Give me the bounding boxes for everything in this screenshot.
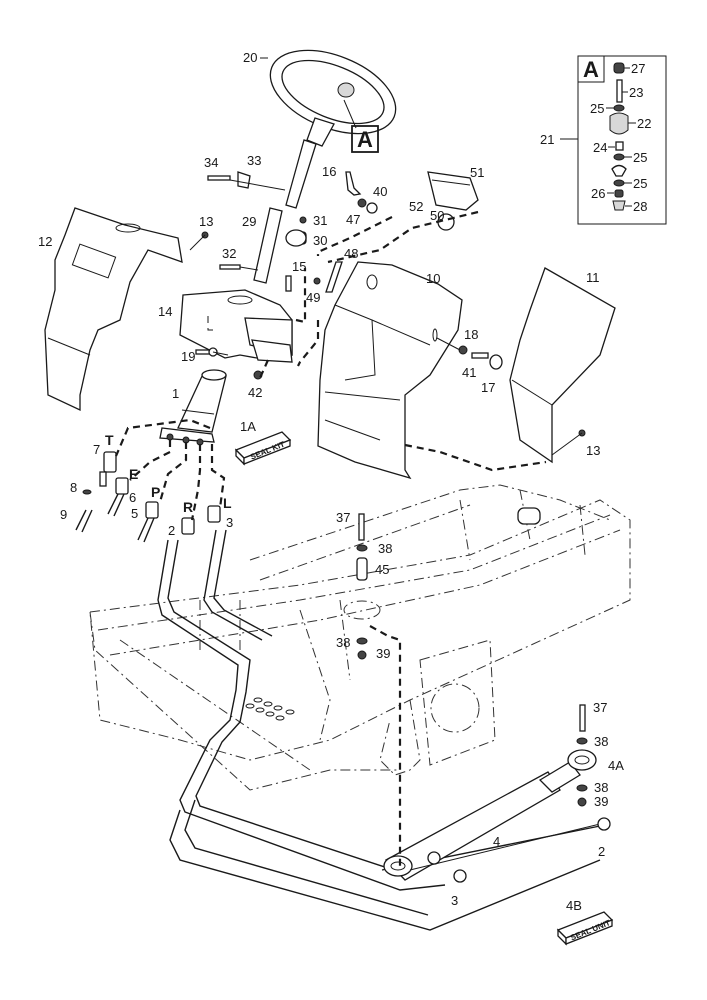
callout-32: 32 [222, 246, 236, 261]
callout-34: 34 [204, 155, 218, 170]
chassis-frame-ghost [89, 484, 631, 791]
callout-51: 51 [470, 165, 484, 180]
seal-kit-1A: SEAL KIT [234, 431, 292, 466]
detail-box-a: A 21 27 23 25 22 24 25 25 26 28 [540, 55, 667, 225]
fittings [75, 451, 221, 543]
callout-6: 6 [129, 490, 136, 505]
small-parts [195, 171, 586, 437]
callout-38: 38 [378, 541, 392, 556]
callout-13: 13 [199, 214, 213, 229]
callout-37: 37 [593, 700, 607, 715]
callout-1A: 1A [240, 419, 256, 434]
callout-42: 42 [248, 385, 262, 400]
steering-wheel [269, 49, 397, 147]
callout-2: 2 [168, 523, 175, 538]
callout-38: 38 [594, 734, 608, 749]
callout-4B: 4B [566, 898, 582, 913]
callout-27: 27 [631, 61, 645, 76]
callout-21: 21 [540, 132, 554, 147]
callout-29: 29 [242, 214, 256, 229]
port-T: T [105, 432, 114, 448]
callout-3: 3 [451, 893, 458, 908]
callout-11: 11 [586, 270, 600, 285]
callout-39: 39 [594, 794, 608, 809]
callout-26: 26 [591, 186, 605, 201]
port-E: E [129, 466, 138, 482]
callout-15: 15 [292, 259, 306, 274]
callout-45: 45 [375, 562, 389, 577]
port-P: P [151, 484, 160, 500]
port-R: R [183, 499, 193, 515]
callout-5: 5 [131, 506, 138, 521]
callout-23: 23 [629, 85, 643, 100]
step-grating [245, 697, 295, 721]
callout-10: 10 [426, 271, 440, 286]
port-labels: T E P R L [105, 432, 232, 515]
port-L: L [223, 495, 232, 511]
callout-30: 30 [313, 233, 327, 248]
callout-4: 4 [493, 834, 500, 849]
callout-20: 20 [243, 50, 257, 65]
callout-25: 25 [633, 150, 647, 165]
steering-column [253, 139, 317, 284]
pedestal-10 [317, 261, 463, 480]
steering-unit-1 [159, 369, 227, 446]
side-panel-11 [509, 267, 616, 464]
callout-18: 18 [464, 327, 478, 342]
assembly-dashed-lines [114, 179, 583, 870]
callout-25: 25 [633, 176, 647, 191]
callout-52: 52 [409, 199, 423, 214]
callout-4A: 4A [608, 758, 624, 773]
seal-unit-4B: SEAL UNIT [556, 911, 614, 946]
callout-12: 12 [38, 234, 52, 249]
callout-7: 7 [93, 442, 100, 457]
steering-cylinder-4 [356, 513, 611, 883]
callout-37: 37 [336, 510, 350, 525]
callout-41: 41 [462, 365, 476, 380]
callout-9: 9 [60, 507, 67, 522]
side-panel-12 [44, 207, 183, 412]
callout-25: 25 [590, 101, 604, 116]
detail-reference-a: A [343, 99, 379, 153]
callout-31: 31 [313, 213, 327, 228]
callout-17: 17 [481, 380, 495, 395]
callout-38: 38 [336, 635, 350, 650]
callout-labels: 20 34 33 16 40 47 51 52 50 13 12 29 31 3… [38, 50, 624, 913]
svg-text:A: A [357, 127, 373, 152]
column-housing-14 [179, 289, 293, 363]
callout-47: 47 [346, 212, 360, 227]
callout-22: 22 [637, 116, 651, 131]
callout-16: 16 [322, 164, 336, 179]
callout-13: 13 [586, 443, 600, 458]
callout-2: 2 [598, 844, 605, 859]
callout-19: 19 [181, 349, 195, 364]
callout-8: 8 [70, 480, 77, 495]
callout-14: 14 [158, 304, 172, 319]
detail-box-label: A [583, 57, 599, 82]
callout-50: 50 [430, 208, 444, 223]
callout-40: 40 [373, 184, 387, 199]
hydraulic-hoses [157, 529, 601, 931]
callout-24: 24 [593, 140, 607, 155]
callout-3: 3 [226, 515, 233, 530]
callout-28: 28 [633, 199, 647, 214]
callout-1: 1 [172, 386, 179, 401]
callout-38: 38 [594, 780, 608, 795]
callout-39: 39 [376, 646, 390, 661]
callout-48: 48 [344, 246, 358, 261]
callout-33: 33 [247, 153, 261, 168]
callout-49: 49 [306, 290, 320, 305]
